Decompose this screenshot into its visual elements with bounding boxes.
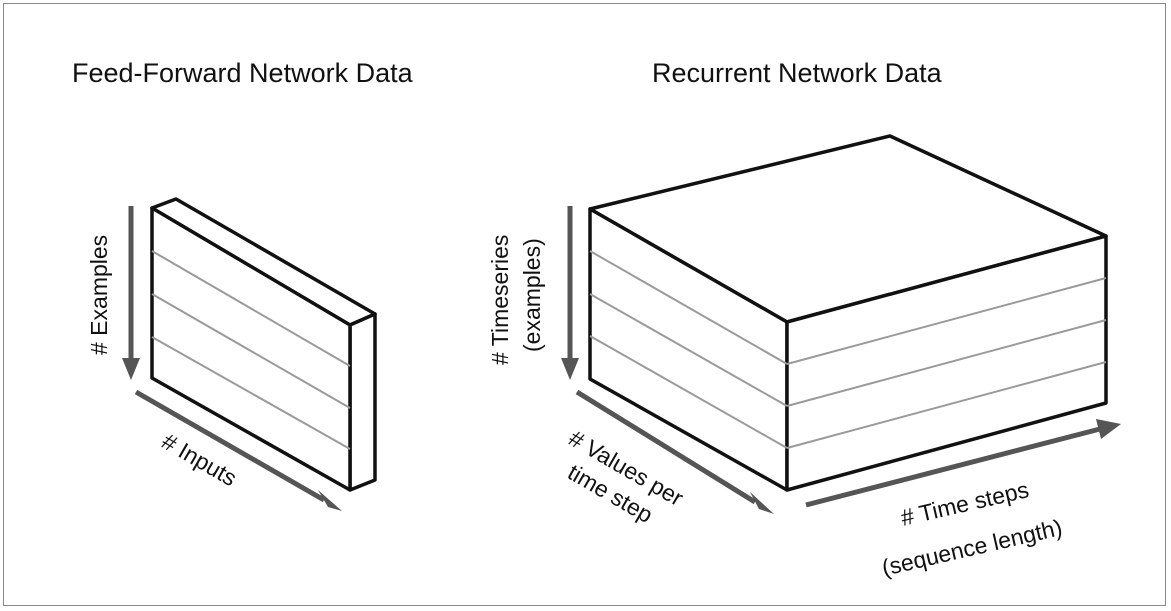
examples-label: # Examples (86, 235, 112, 355)
time-steps-arrow (805, 419, 1121, 508)
slab-front-face (150, 206, 352, 492)
examples-arrow (122, 206, 140, 380)
timeseries-label-line1: # Timeseries (487, 235, 513, 365)
inputs-arrow (134, 389, 342, 511)
cube-row-separator (589, 250, 788, 365)
timeseries-arrow (561, 206, 579, 380)
cube-row-separator (786, 319, 1107, 407)
feed-forward-title: Feed-Forward Network Data (72, 58, 414, 88)
slab-row-separator (151, 250, 351, 367)
slab-row-separator (151, 293, 351, 409)
cube-row-separator (786, 361, 1107, 449)
timesteps-label-line1: # Time steps (898, 476, 1031, 531)
slab-row-separator (151, 336, 351, 450)
recurrent-cube (588, 134, 1108, 492)
cube-row-separator (589, 293, 788, 407)
cube-row-separator (589, 335, 788, 449)
values-per-step-arrow (575, 389, 774, 514)
inputs-label: # Inputs (158, 428, 242, 491)
feed-forward-slab (150, 197, 377, 492)
recurrent-title: Recurrent Network Data (652, 58, 943, 88)
timeseries-label-line2: (examples) (519, 238, 545, 352)
slab-side-face (348, 312, 377, 492)
cube-row-separator (786, 277, 1107, 365)
